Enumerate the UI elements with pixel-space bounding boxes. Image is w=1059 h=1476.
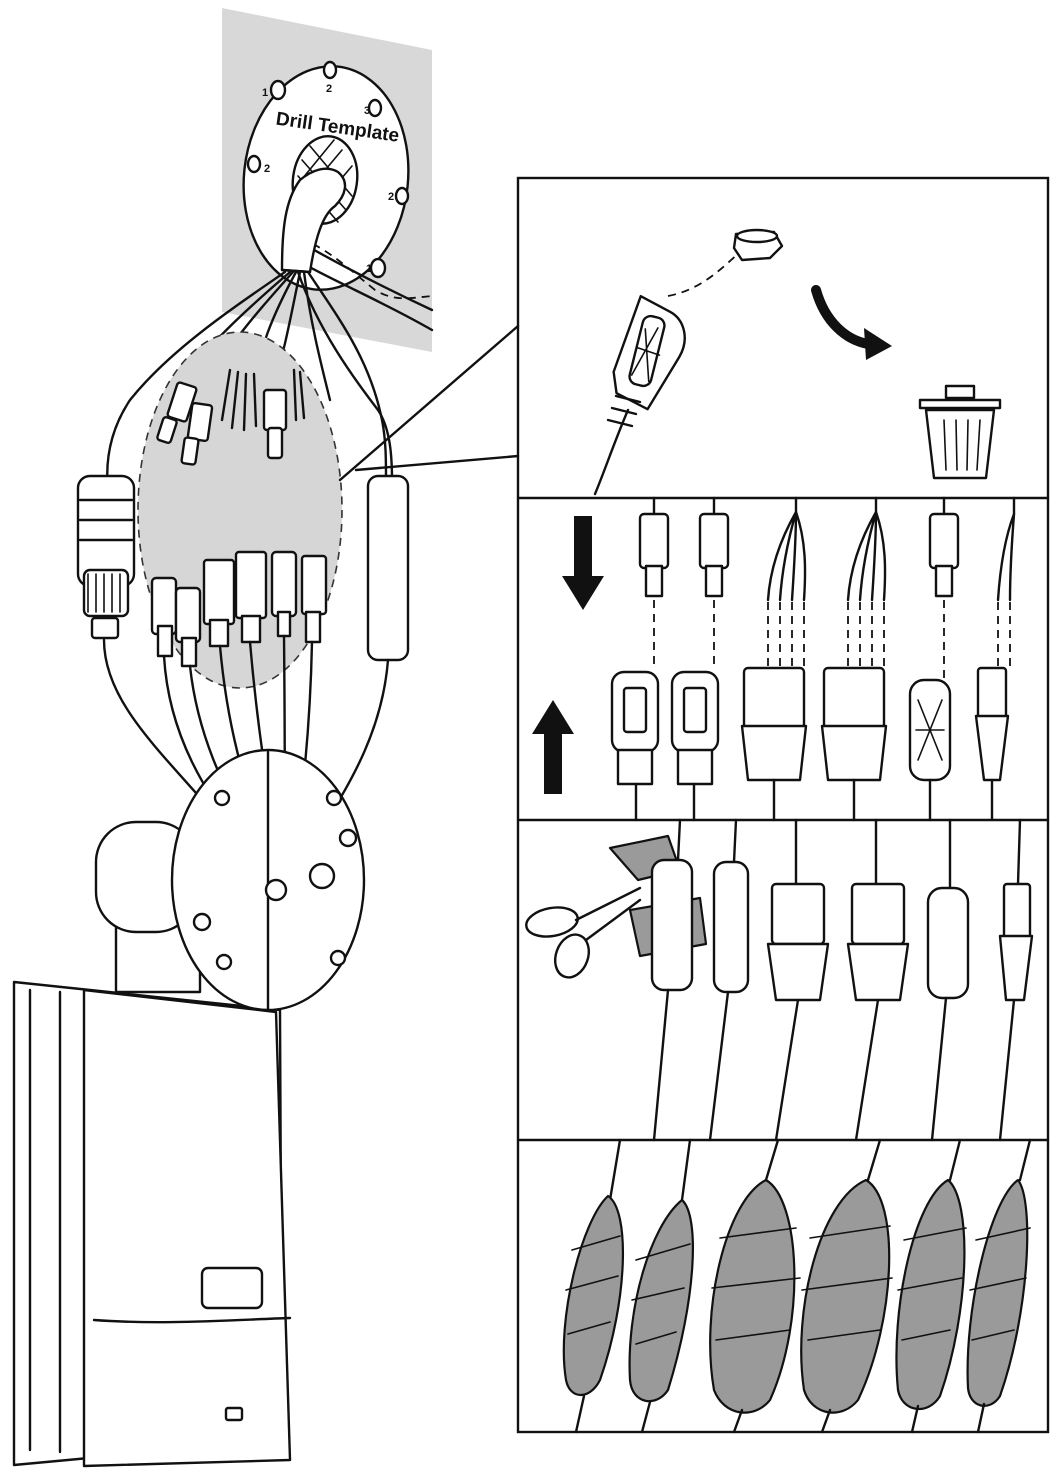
step-1-remove-cap xyxy=(593,228,1002,496)
down-arrow-icon xyxy=(562,516,604,610)
mount-plate xyxy=(170,748,366,1012)
svg-text:2: 2 xyxy=(326,83,332,95)
loose-connectors xyxy=(156,368,306,466)
template-hole-1: 1 xyxy=(262,79,287,101)
template-hole-5: 2 xyxy=(388,186,410,206)
trash-bin-icon xyxy=(918,384,1002,480)
template-hole-2: 2 xyxy=(322,60,338,95)
name-plate xyxy=(200,1266,264,1310)
step-2-connect xyxy=(532,496,1016,822)
screw-icon xyxy=(325,789,343,807)
camera-body xyxy=(12,820,292,1468)
svg-text:2: 2 xyxy=(264,163,270,175)
ground-screw-icon xyxy=(308,862,336,890)
svg-text:2: 2 xyxy=(388,191,394,203)
highlight-connectors xyxy=(150,550,328,668)
svg-text:1: 1 xyxy=(366,263,372,275)
waterproof-connector xyxy=(76,474,136,640)
template-hole-4: 2 xyxy=(246,154,270,175)
scissors-icon xyxy=(525,886,642,979)
hidden-cable-path xyxy=(299,237,433,300)
step-4-wrapped xyxy=(562,1138,1032,1434)
template-hole-6: 1 xyxy=(366,257,387,279)
curved-arrow-icon xyxy=(811,285,892,360)
indicator-light xyxy=(224,1406,244,1422)
screw-icon xyxy=(329,949,347,967)
svg-text:3: 3 xyxy=(364,105,370,117)
callout-lines xyxy=(338,324,520,482)
svg-text:1: 1 xyxy=(262,87,268,99)
cap-icon xyxy=(732,228,784,262)
template-hole-3: 3 xyxy=(364,98,383,118)
screw-icon xyxy=(213,789,231,807)
up-arrow-icon xyxy=(532,700,574,794)
screw-icon xyxy=(215,953,233,971)
step-3-tape xyxy=(525,818,1034,1142)
tube-connector xyxy=(366,474,410,662)
